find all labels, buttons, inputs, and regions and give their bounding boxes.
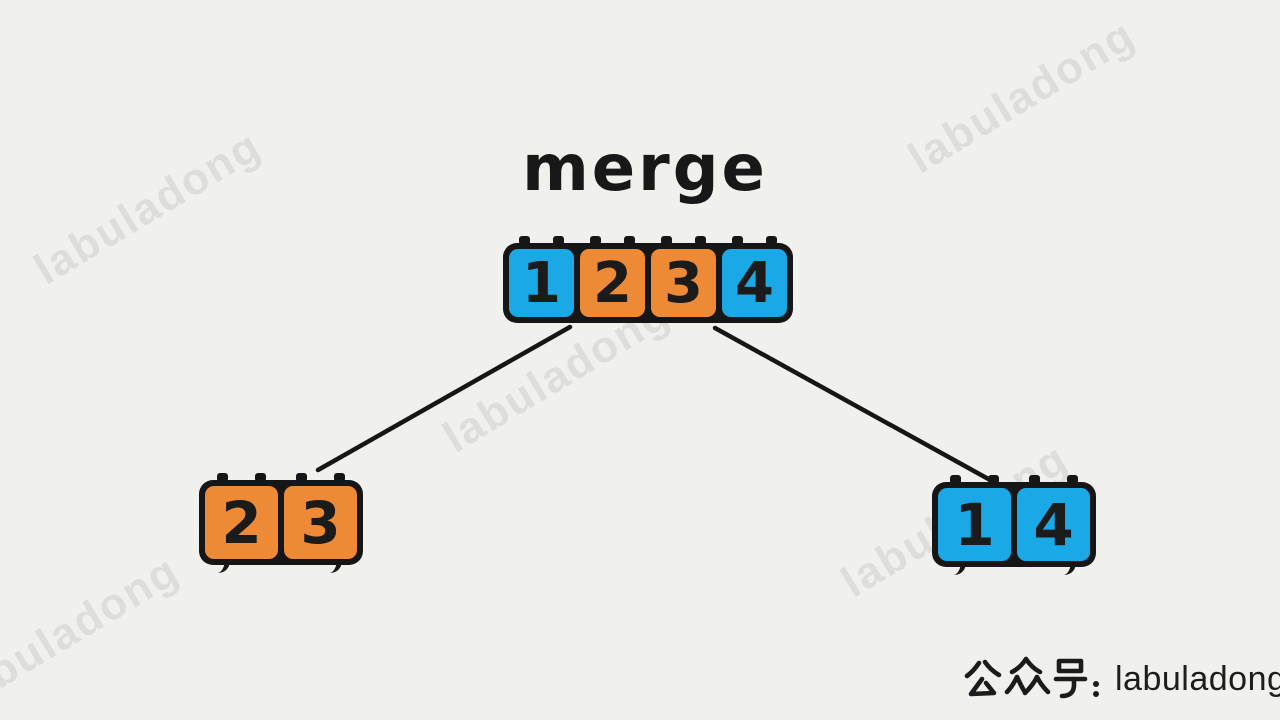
merged-array-cell: 2 <box>580 236 645 317</box>
merged-array: 1 2 3 4 <box>503 236 793 323</box>
wechat-account-calligraphy-icon <box>964 656 1099 699</box>
merged-array-cell: 3 <box>651 236 716 317</box>
merged-array-cell: 4 <box>722 236 787 317</box>
connector-line-left <box>315 324 573 473</box>
page-title: merge <box>522 132 768 206</box>
left-subarray-cell: 2 <box>205 473 278 559</box>
left-subarray-cell: 3 <box>284 473 357 559</box>
right-subarray-cell: 1 <box>938 475 1011 561</box>
footer-branding: labuladong <box>963 653 1280 705</box>
footer-account-name: labuladong <box>1115 659 1280 698</box>
right-subarray-cell: 4 <box>1017 475 1090 561</box>
right-subarray: 1 4 <box>932 475 1096 567</box>
connector-line-right <box>712 325 995 484</box>
left-subarray: 2 3 <box>199 473 363 565</box>
merged-array-cell: 1 <box>509 236 574 317</box>
